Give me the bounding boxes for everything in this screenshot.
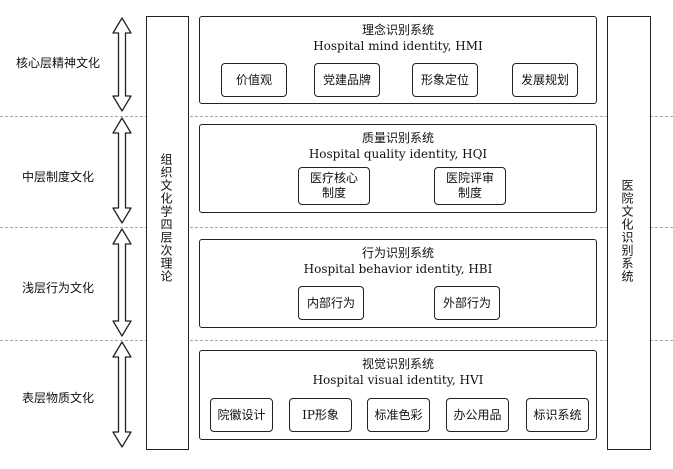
item-development-plan: 发展规划 bbox=[512, 63, 578, 97]
item-image-positioning: 形象定位 bbox=[412, 63, 478, 97]
behavior-identity-system: 行为识别系统 Hospital behavior identity, HBI 内… bbox=[199, 239, 597, 328]
double-arrow-middle bbox=[112, 117, 132, 224]
mind-system-subtitle: Hospital mind identity, HMI bbox=[313, 39, 483, 53]
behavior-system-subtitle: Hospital behavior identity, HBI bbox=[303, 262, 493, 276]
item-office-supplies: 办公用品 bbox=[446, 398, 509, 432]
layer-label-shallow: 浅层行为文化 bbox=[21, 281, 94, 295]
visual-system-title: 视觉识别系统 bbox=[361, 357, 434, 371]
visual-identity-system: 视觉识别系统 Hospital visual identity, HVI 院徽设… bbox=[199, 350, 597, 440]
item-ip-image: IP形象 bbox=[289, 398, 352, 432]
double-arrow-shallow bbox=[112, 228, 132, 337]
item-hospital-review-system: 医院评审 制度 bbox=[434, 167, 506, 205]
item-standard-colors: 标准色彩 bbox=[367, 398, 430, 432]
layer-divider bbox=[0, 340, 673, 341]
item-values: 价值观 bbox=[221, 63, 287, 97]
quality-identity-system: 质量识别系统 Hospital quality identity, HQI 医疗… bbox=[199, 124, 597, 213]
identity-system-column: 医院文化识别系统 bbox=[607, 16, 651, 450]
item-external-behavior: 外部行为 bbox=[434, 286, 500, 320]
quality-system-title: 质量识别系统 bbox=[361, 131, 434, 145]
layer-label-surface: 表层物质文化 bbox=[21, 391, 94, 405]
behavior-system-title: 行为识别系统 bbox=[361, 246, 434, 260]
theory-column: 组织文化学四层次理论 bbox=[146, 16, 189, 450]
layer-divider bbox=[0, 227, 673, 228]
item-hospital-emblem: 院徽设计 bbox=[210, 398, 273, 432]
mind-system-title: 理念识别系统 bbox=[361, 23, 434, 37]
theory-column-label: 组织文化学四层次理论 bbox=[159, 153, 173, 283]
double-arrow-core bbox=[112, 17, 132, 112]
item-medical-core-system: 医疗核心 制度 bbox=[298, 167, 370, 205]
double-arrow-surface bbox=[112, 341, 132, 448]
item-internal-behavior: 内部行为 bbox=[298, 286, 364, 320]
identity-system-label: 医院文化识别系统 bbox=[620, 179, 634, 283]
item-party-brand: 党建品牌 bbox=[314, 63, 380, 97]
item-signage-system: 标识系统 bbox=[526, 398, 589, 432]
layer-label-middle: 中层制度文化 bbox=[21, 170, 94, 184]
quality-system-subtitle: Hospital quality identity, HQI bbox=[308, 147, 488, 161]
layer-divider bbox=[0, 116, 673, 117]
layer-label-core: 核心层精神文化 bbox=[15, 56, 100, 70]
mind-identity-system: 理念识别系统 Hospital mind identity, HMI 价值观 党… bbox=[199, 16, 597, 104]
visual-system-subtitle: Hospital visual identity, HVI bbox=[312, 373, 484, 387]
